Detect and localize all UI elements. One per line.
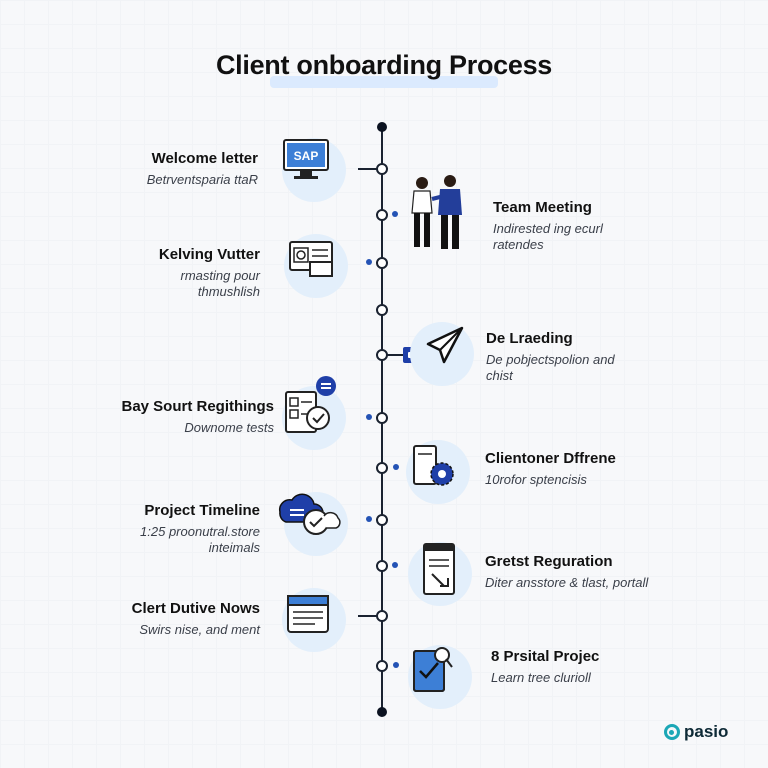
timeline-node: [376, 560, 388, 572]
svg-text:SAP: SAP: [294, 149, 319, 163]
step-title: Clientoner Dffrene: [485, 450, 616, 467]
step-de-lraeding: De Lraeding De pobjectspolion and chist: [486, 330, 636, 384]
timeline-node: [376, 304, 388, 316]
checklist-icon: [282, 376, 346, 450]
clipboard-icon: [408, 542, 472, 606]
step-title: Kelving Vutter: [158, 246, 260, 263]
step-project-timeline: Project Timeline 1:25 proonutral.store i…: [130, 502, 260, 556]
page-title: Client onboarding Process: [215, 50, 553, 80]
step-gretst-reguration: Gretst Reguration Diter ansstore & tlast…: [485, 553, 648, 591]
connector-dot: [393, 464, 399, 470]
cloud-icon: [278, 492, 348, 556]
step-title: Bay Sourt Regithings: [121, 398, 274, 415]
step-title: 8 Prsital Projec: [491, 648, 600, 665]
timeline-node: [376, 209, 388, 221]
timeline-node: [376, 462, 388, 474]
checkbox-icon: [408, 645, 472, 709]
step-8-prsital-projec: 8 Prsital Projec Learn tree clurioll: [491, 648, 599, 686]
step-description: 10rofor sptencisis: [485, 472, 587, 487]
connector-dot: [393, 662, 399, 668]
connector-tick: [358, 615, 378, 617]
step-bay-sourt-regithings: Bay Sourt Regithings Downome tests: [121, 398, 274, 436]
step-clientoner-dffrene: Clientoner Dffrene 10rofor sptencisis: [485, 450, 616, 488]
step-kelving-vutter: Kelving Vutter rmasting pour thmushlish: [140, 246, 260, 300]
step-title: De Lraeding: [486, 330, 573, 347]
step-description: Diter ansstore & tlast, portall: [485, 575, 649, 590]
step-title: Project Timeline: [144, 502, 260, 519]
connector-dot: [392, 211, 398, 217]
connector-tick: [358, 168, 378, 170]
step-description: 1:25 proonutral.store inteimals: [140, 524, 260, 555]
document-icon: [284, 234, 348, 298]
folder-icon: [282, 588, 346, 652]
step-description: Betrventsparia ttaR: [146, 172, 258, 187]
step-description: Indirested ing ecurl ratendes: [493, 221, 603, 252]
step-title: Clert Dutive Nows: [131, 600, 260, 617]
brand-name: pasio: [684, 722, 729, 741]
step-description: rmasting pour thmushlish: [180, 268, 260, 299]
connector-dot: [366, 259, 372, 265]
step-title: Team Meeting: [493, 199, 592, 216]
step-title: Gretst Reguration: [485, 553, 613, 570]
connector-dot: [392, 562, 398, 568]
step-description: De pobjectspolion and chist: [486, 352, 615, 383]
timeline-node: [376, 257, 388, 269]
step-clert-dutive-nows: Clert Dutive Nows Swirs nise, and ment: [132, 600, 260, 638]
title-highlight: [270, 76, 498, 88]
people-icon: [404, 175, 468, 249]
step-description: Downome tests: [184, 420, 274, 435]
connector-dot: [366, 516, 372, 522]
timeline-node: [376, 412, 388, 424]
paper-plane-icon: [410, 322, 474, 386]
timeline-start-dot: [377, 122, 387, 132]
step-description: Swirs nise, and ment: [139, 622, 260, 637]
brand-logo: pasio: [664, 722, 728, 742]
timeline-node: [376, 660, 388, 672]
timeline-end-dot: [377, 707, 387, 717]
step-title: Welcome letter: [151, 150, 258, 167]
connector-dot: [366, 414, 372, 420]
monitor-icon: SAP: [282, 138, 346, 202]
logo-icon: [664, 724, 680, 740]
tablet-gear-icon: [406, 440, 470, 504]
step-team-meeting: Team Meeting Indirested ing ecurl ratend…: [493, 199, 623, 253]
step-welcome-letter: Welcome letter Betrventsparia ttaR: [147, 150, 258, 188]
connector-tick: [386, 354, 404, 356]
timeline-node: [376, 514, 388, 526]
step-description: Learn tree clurioll: [491, 670, 591, 685]
